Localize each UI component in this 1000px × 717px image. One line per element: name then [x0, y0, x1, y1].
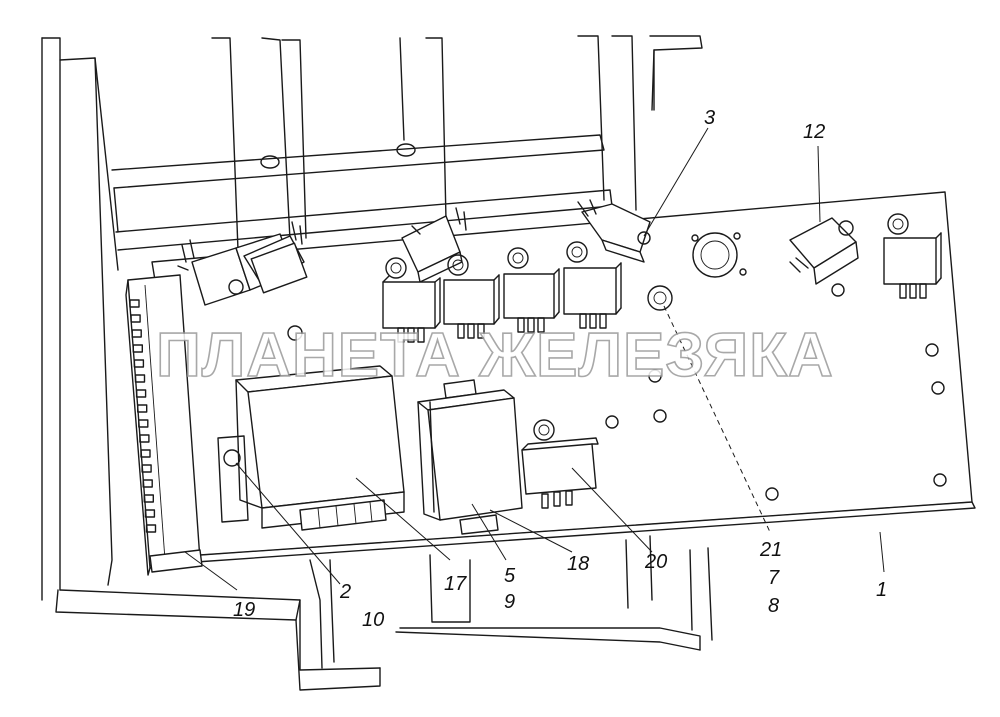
callout-21: 21 [759, 539, 782, 561]
callout-1: 1 [876, 579, 887, 601]
connector-pin [142, 479, 153, 488]
connector-pin [144, 509, 156, 518]
relay-upper-3 [401, 207, 467, 283]
leader-lines [184, 127, 885, 591]
callout-17: 17 [444, 573, 467, 595]
lower-brackets [55, 535, 713, 691]
connector-pin [145, 524, 157, 533]
callout-5: 5 [504, 565, 516, 587]
relay-12 [789, 217, 859, 285]
relay-row [382, 241, 622, 343]
connector-pin [143, 494, 155, 503]
bolt-21 [647, 285, 673, 311]
relay-upper-2 [243, 221, 308, 294]
callout-7: 7 [768, 567, 780, 589]
callout-18: 18 [567, 553, 589, 575]
connector-pin [132, 344, 144, 353]
connector-pin [140, 449, 151, 458]
callout-9: 9 [504, 591, 515, 613]
connector-pin [135, 389, 147, 398]
box-18 [417, 379, 523, 535]
relay-d [563, 241, 622, 329]
callout-12: 12 [803, 121, 825, 143]
connector-pin [129, 299, 140, 308]
connector-pin [133, 359, 145, 368]
connector-pin [138, 419, 149, 428]
connector-pin [134, 374, 146, 383]
watermark-text: ПЛАНЕТА ЖЕЛЕЗЯКА [156, 321, 834, 390]
relay-20 [521, 419, 599, 509]
relay-a [382, 257, 441, 343]
relay-b [443, 254, 500, 339]
relay-right [883, 213, 942, 299]
connector-pin [141, 464, 152, 473]
connector-pin [139, 434, 150, 443]
relay-upper-3b [577, 199, 651, 263]
callout-labels: 3 12 19 2 10 17 5 9 18 20 21 7 8 1 [233, 107, 887, 631]
relay-c [503, 247, 560, 333]
callout-19: 19 [233, 599, 255, 621]
connector-pin [131, 329, 142, 338]
callout-8: 8 [768, 595, 779, 617]
callout-10: 10 [362, 609, 384, 631]
callout-3: 3 [704, 107, 715, 129]
callout-2: 2 [339, 581, 351, 603]
connector-pin [130, 314, 141, 323]
control-unit-17 [217, 365, 405, 531]
connector-block [125, 274, 203, 576]
connector-pin [136, 404, 148, 413]
mounting-frame [41, 35, 703, 601]
callout-20: 20 [644, 551, 667, 573]
